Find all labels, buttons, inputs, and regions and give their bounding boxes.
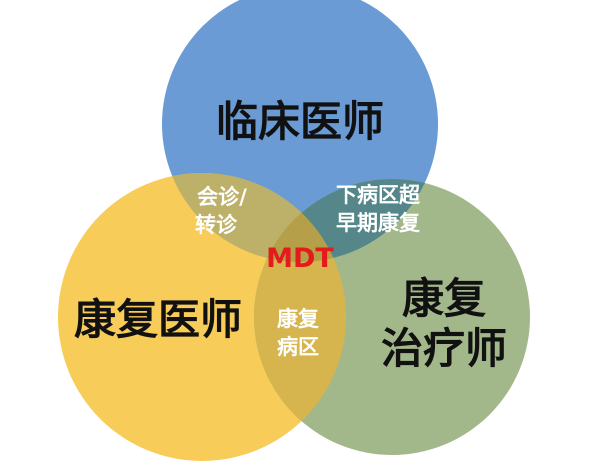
label-consult-referral-line2: 转诊 (195, 213, 238, 237)
label-rehab-ward-line1: 康复 (277, 307, 320, 331)
label-early-rehab-line1: 下病区超 (336, 183, 421, 207)
label-consult-referral-line1: 会诊/ (197, 185, 247, 209)
label-mdt: MDT (266, 243, 334, 274)
label-rehab-therapist-line1: 康复 (402, 274, 486, 323)
label-rehab-physician: 康复医师 (74, 295, 242, 344)
label-early-rehab-line2: 早期康复 (336, 211, 421, 235)
overlap-clinical-rehab-physician (162, 173, 346, 262)
label-rehab-ward-line2: 病区 (277, 335, 319, 359)
label-clinical-physician: 临床医师 (216, 97, 384, 146)
label-rehab-therapist-line2: 治疗师 (381, 324, 507, 373)
overlap-all-three (254, 179, 346, 262)
